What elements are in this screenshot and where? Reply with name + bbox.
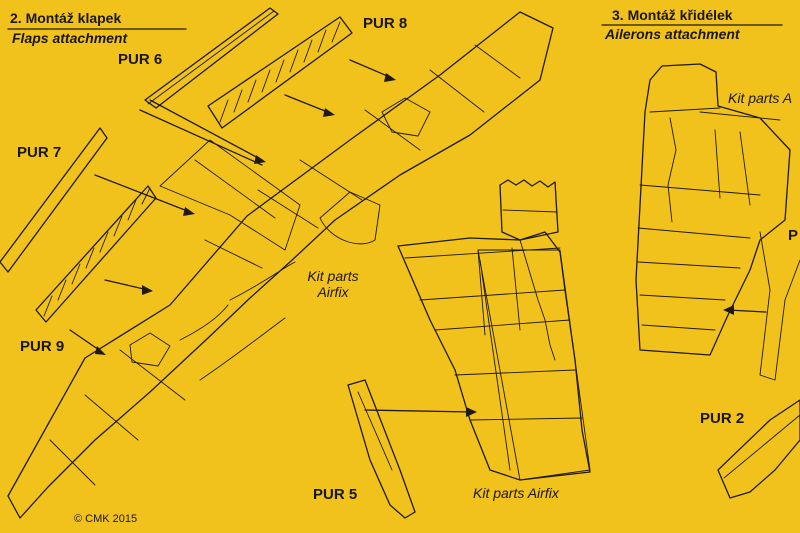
right-wing-outline (635, 63, 800, 499)
label-pur5: PUR 5 (313, 486, 358, 503)
label-pur2: PUR 2 (700, 410, 745, 427)
pur6-flap (144, 7, 279, 109)
note-kit-right-cut: Kit parts A (728, 90, 793, 106)
label-pur6: PUR 6 (118, 51, 163, 68)
note-kit-parts: Kit parts Airfix (303, 268, 363, 300)
label-pur7: PUR 7 (17, 144, 62, 161)
note-kit-line1: Kit parts (307, 268, 359, 284)
pur7-strip (0, 127, 108, 273)
section3-title-en: Ailerons attachment (605, 26, 740, 42)
note-kit-bottom: Kit parts Airfix (473, 485, 559, 501)
arrow-icon (69, 59, 396, 355)
pur5-aileron (347, 379, 477, 519)
section2-title-en: Flaps attachment (12, 30, 128, 46)
pur8-hatched-part (207, 16, 353, 129)
section3-title-cz: 3. Montáž křidélek (612, 7, 733, 23)
note-kit-line2: Airfix (317, 284, 349, 300)
pur9-hatched-part (35, 185, 157, 323)
label-pur9: PUR 9 (20, 338, 65, 355)
middle-wing-outline (397, 179, 591, 481)
section2-title-cz: 2. Montáž klapek (10, 10, 122, 26)
copyright: © CMK 2015 (74, 513, 138, 525)
label-pur-right-cut: P (788, 227, 799, 244)
main-wing-outline (7, 11, 554, 519)
label-pur8: PUR 8 (363, 15, 408, 32)
